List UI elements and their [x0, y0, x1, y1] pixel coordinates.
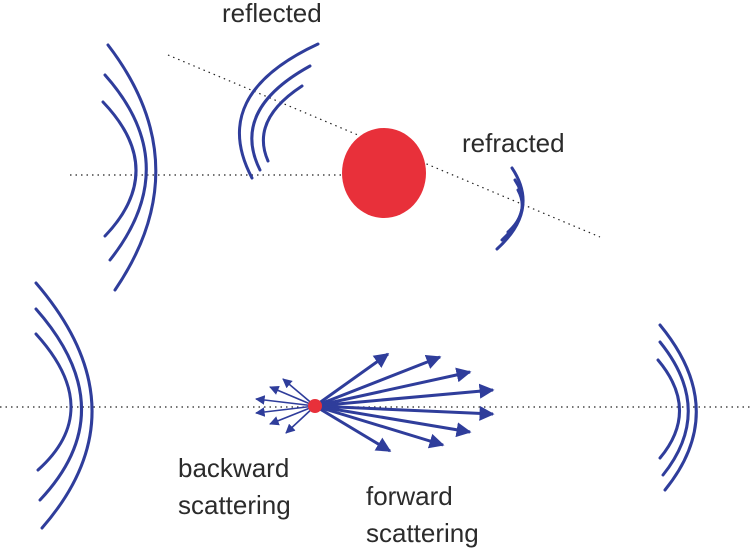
refracted-wavefront-2	[500, 178, 524, 242]
refracted-wavefront-1	[495, 166, 525, 251]
forward-arrow-5	[314, 404, 495, 421]
reflected-label: reflected	[222, 0, 322, 28]
incident-wavefront-3	[101, 100, 138, 238]
forward-arrow-4	[314, 383, 495, 408]
forward-arrow-2	[314, 354, 442, 408]
refracted-label: refracted	[462, 128, 565, 158]
incident-wavefront-2	[103, 73, 148, 262]
reflected-wavefront-3	[262, 84, 304, 163]
outgoing-wavefront-2	[658, 340, 690, 477]
forward-scattering-arrows	[314, 352, 495, 453]
incident-wavefronts	[101, 43, 158, 292]
forward-arrow-6	[314, 404, 472, 438]
incoming-wavefronts	[34, 281, 94, 530]
scattering-panel: backward scattering forward scattering	[0, 281, 750, 548]
forward-label-line1: forward	[366, 481, 453, 511]
particle-large	[342, 128, 426, 218]
reflected-wavefronts	[237, 42, 320, 180]
backward-scattering-arrows	[255, 378, 316, 434]
refracted-wavefronts	[495, 166, 525, 251]
forward-label-line2: scattering	[366, 518, 479, 548]
backward-arrow-2	[269, 385, 316, 407]
incoming-wavefront-2	[34, 307, 83, 502]
reflection-refraction-panel: reflected refracted	[70, 0, 601, 292]
outgoing-wavefront-3	[656, 358, 681, 460]
backward-label-line2: scattering	[178, 490, 291, 520]
forward-arrow-7	[314, 404, 445, 449]
backward-arrow-5	[269, 405, 316, 426]
backward-label-line1: backward	[178, 453, 289, 483]
oblique-axis	[167, 54, 601, 238]
outgoing-wavefronts	[656, 323, 698, 492]
reflected-wavefront-1	[237, 42, 320, 180]
incoming-wavefront-3	[34, 332, 73, 472]
particle-small	[308, 399, 322, 413]
incoming-wavefront-1	[34, 281, 94, 530]
backward-arrow-3	[255, 395, 316, 407]
forward-arrow-1	[314, 352, 390, 408]
refracted-wavefront-3	[506, 188, 524, 234]
forward-arrow-3	[314, 367, 472, 408]
forward-arrow-8	[314, 404, 392, 453]
backward-arrow-4	[255, 405, 316, 417]
incident-wavefront-1	[106, 43, 158, 292]
reflected-wavefront-2	[250, 64, 312, 172]
outgoing-wavefront-1	[658, 323, 698, 492]
